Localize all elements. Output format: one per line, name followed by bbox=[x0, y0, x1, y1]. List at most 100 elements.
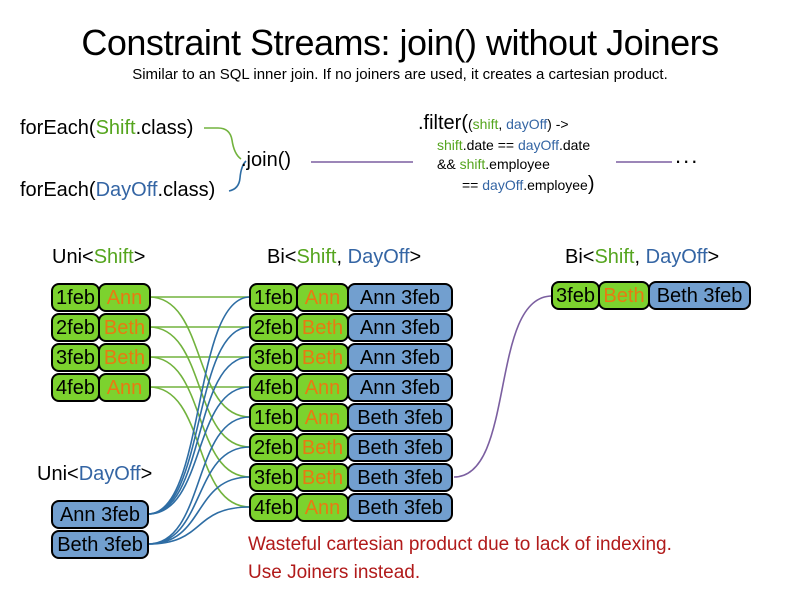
page-subtitle: Similar to an SQL inner join. If no join… bbox=[132, 66, 668, 83]
dayoff-arg-token: dayOff bbox=[482, 177, 524, 193]
shift-employee-cell: Beth bbox=[98, 313, 151, 342]
join-bracket-shift-line bbox=[204, 127, 242, 160]
dayoff-cell: Beth 3feb bbox=[347, 433, 453, 462]
shift-arg-token: shift bbox=[459, 156, 486, 172]
dayoff-arg-token: dayOff bbox=[506, 116, 548, 132]
shift-employee-cell: Beth bbox=[98, 343, 151, 372]
dayoff-arg-token: dayOff bbox=[517, 137, 559, 153]
shift-employee-cell: Beth bbox=[296, 433, 349, 462]
header-text: , bbox=[336, 246, 348, 268]
shift-employee-cell: Beth bbox=[296, 343, 349, 372]
shift-employee-cell: Ann bbox=[98, 283, 151, 312]
header-text: , bbox=[634, 246, 646, 268]
dayoff-connector bbox=[147, 506, 251, 545]
dayoff-cell: Beth 3feb bbox=[648, 281, 751, 310]
dayoff-cell: Ann 3feb bbox=[347, 373, 453, 402]
shift-date-cell: 1feb bbox=[249, 283, 298, 312]
shift-type-token: Shift bbox=[93, 246, 134, 268]
code-filter-block: .filter((shift, dayOff) -> shift.date ==… bbox=[418, 112, 595, 195]
filter-line-4: == dayOff.employee) bbox=[462, 174, 595, 195]
dayoff-connector bbox=[147, 356, 251, 515]
shift-date-cell: 2feb bbox=[249, 433, 298, 462]
shift-date-cell: 3feb bbox=[249, 463, 298, 492]
dayoff-cell: Ann 3feb bbox=[347, 283, 453, 312]
header-text: Bi< bbox=[565, 246, 595, 268]
uni-dayoff-row: Beth 3feb bbox=[51, 530, 149, 559]
uni-dayoff-header: Uni<DayOff> bbox=[37, 463, 152, 486]
bi-result-header: Bi<Shift, DayOff> bbox=[565, 246, 719, 269]
shift-employee-cell: Beth bbox=[598, 281, 650, 310]
dayoff-connector bbox=[147, 476, 251, 545]
filter-line-1: .filter((shift, dayOff) -> bbox=[418, 112, 595, 135]
join-bracket-dayoff-line bbox=[228, 160, 247, 192]
code-join: .join() bbox=[241, 149, 292, 171]
header-text: Uni< bbox=[52, 246, 94, 268]
code-text: forEach( bbox=[20, 179, 96, 201]
filter-line-3: && shift.employee bbox=[437, 155, 595, 174]
shift-type-token: Shift bbox=[594, 246, 635, 268]
code-text: ) bbox=[587, 173, 595, 195]
bi-center-header: Bi<Shift, DayOff> bbox=[267, 246, 421, 269]
dayoff-connector bbox=[147, 326, 251, 515]
dayoff-connector bbox=[147, 296, 251, 515]
code-text: , bbox=[498, 116, 507, 132]
code-text: .filter( bbox=[418, 112, 468, 134]
dayoff-type-token: DayOff bbox=[95, 179, 158, 201]
dayoff-connector bbox=[147, 446, 251, 545]
shift-employee-cell: Ann bbox=[296, 493, 349, 522]
dayoff-cell: Ann 3feb bbox=[347, 343, 453, 372]
shift-employee-cell: Ann bbox=[98, 373, 151, 402]
dayoff-type-token: DayOff bbox=[347, 246, 410, 268]
shift-date-cell: 2feb bbox=[51, 313, 100, 342]
shift-employee-cell: Beth bbox=[296, 463, 349, 492]
dayoff-cell: Beth 3feb bbox=[51, 530, 149, 559]
code-text: && bbox=[437, 156, 460, 172]
dayoff-cell: Beth 3feb bbox=[347, 463, 453, 492]
code-foreach-shift: forEach(Shift.class) bbox=[20, 117, 193, 140]
page-title: Constraint Streams: join() without Joine… bbox=[81, 22, 719, 63]
code-text: .class) bbox=[135, 117, 194, 139]
shift-type-token: Shift bbox=[95, 117, 136, 139]
result-connector bbox=[453, 295, 553, 478]
header-text: > bbox=[133, 246, 146, 268]
header-text: > bbox=[409, 246, 422, 268]
code-text: forEach( bbox=[20, 117, 96, 139]
code-foreach-dayoff: forEach(DayOff.class) bbox=[20, 179, 215, 202]
shift-date-cell: 2feb bbox=[249, 313, 298, 342]
code-text: ) -> bbox=[547, 116, 569, 132]
shift-date-cell: 4feb bbox=[51, 373, 100, 402]
header-text: > bbox=[707, 246, 720, 268]
warning-text: Wasteful cartesian product due to lack o… bbox=[248, 531, 672, 587]
header-text: > bbox=[140, 463, 153, 485]
code-text: .employee bbox=[485, 156, 550, 172]
filter-line-2: shift.date == dayOff.date bbox=[437, 136, 595, 155]
shift-employee-cell: Ann bbox=[296, 403, 349, 432]
shift-date-cell: 1feb bbox=[249, 403, 298, 432]
dayoff-cell: Beth 3feb bbox=[347, 403, 453, 432]
shift-arg-token: shift bbox=[437, 137, 463, 153]
code-text: .date bbox=[558, 137, 591, 153]
dayoff-type-token: DayOff bbox=[78, 463, 141, 485]
code-text: .employee bbox=[523, 177, 588, 193]
shift-connector bbox=[148, 326, 251, 448]
shift-date-cell: 3feb bbox=[249, 343, 298, 372]
code-text: .class) bbox=[157, 179, 216, 201]
header-text: Bi< bbox=[267, 246, 297, 268]
uni-dayoff-row: Ann 3feb bbox=[51, 500, 149, 529]
code-text: ( bbox=[468, 116, 473, 132]
shift-type-token: Shift bbox=[296, 246, 337, 268]
shift-date-cell: 1feb bbox=[51, 283, 100, 312]
